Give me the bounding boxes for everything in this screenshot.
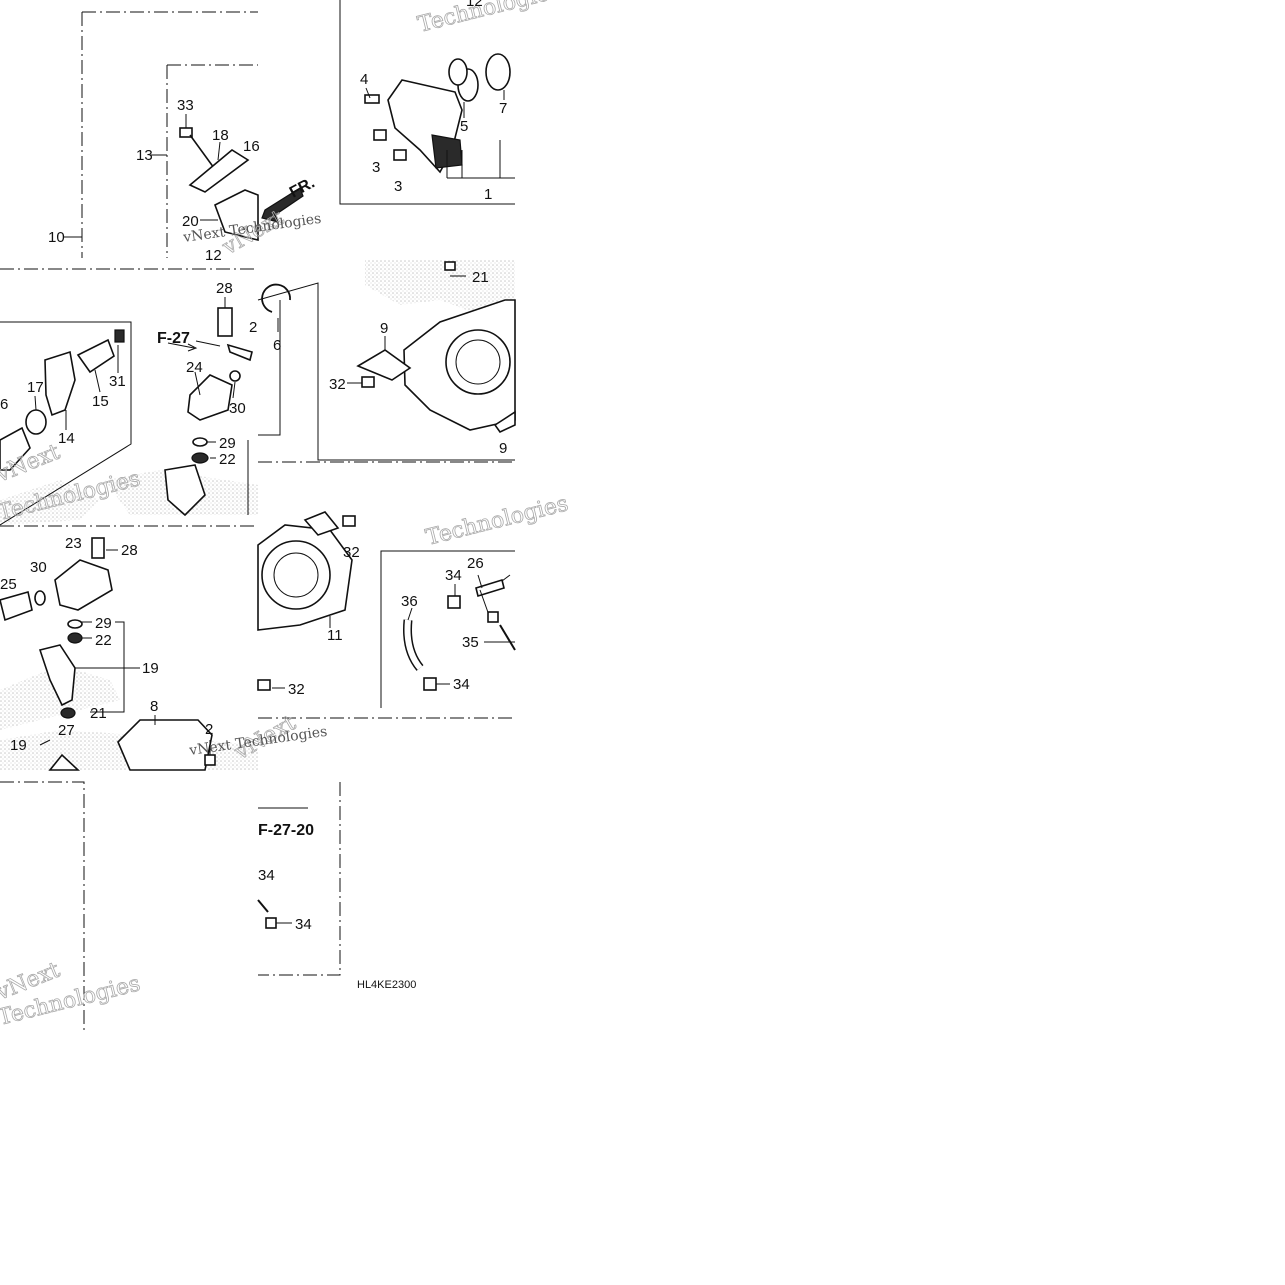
- callout-7[interactable]: 7: [499, 100, 507, 117]
- callout-12[interactable]: 12: [466, 0, 483, 10]
- callout-9[interactable]: 9: [499, 440, 507, 457]
- callout-14[interactable]: 14: [58, 430, 75, 447]
- callout-11[interactable]: 11: [327, 627, 343, 644]
- watermark-text: Technologies: [415, 0, 562, 38]
- callout-23[interactable]: 23: [65, 535, 82, 552]
- callout-32[interactable]: 32: [329, 376, 346, 393]
- callout-34[interactable]: 34: [445, 567, 462, 584]
- part-shapes: [0, 53, 516, 929]
- callout-27[interactable]: 27: [58, 722, 75, 739]
- callout-17[interactable]: 17: [27, 379, 44, 396]
- drawing-code: HL4KE2300: [357, 979, 416, 991]
- callout-20[interactable]: 20: [182, 213, 199, 230]
- callout-30[interactable]: 30: [30, 559, 47, 576]
- callout-6[interactable]: 6: [273, 337, 281, 354]
- callout-28[interactable]: 28: [216, 280, 233, 297]
- callout-6[interactable]: 6: [0, 396, 8, 413]
- watermark-text: Technologies: [423, 491, 570, 550]
- callout-8[interactable]: 8: [150, 698, 158, 715]
- callout-25[interactable]: 25: [0, 576, 17, 593]
- callout-21[interactable]: 21: [90, 705, 107, 722]
- callout-31[interactable]: 31: [109, 373, 126, 390]
- callout-2[interactable]: 2: [249, 319, 257, 336]
- callout-10[interactable]: 10: [48, 229, 65, 246]
- callout-16[interactable]: 16: [243, 138, 260, 155]
- callout-32[interactable]: 32: [343, 544, 360, 561]
- callout-32[interactable]: 32: [288, 681, 305, 698]
- callout-13[interactable]: 13: [136, 147, 153, 164]
- callout-24[interactable]: 24: [186, 359, 203, 376]
- callout-28[interactable]: 28: [121, 542, 138, 559]
- callout-33[interactable]: 33: [177, 97, 194, 114]
- callout-22[interactable]: 22: [95, 632, 112, 649]
- callout-12[interactable]: 12: [205, 247, 222, 264]
- reference-f27[interactable]: F-27: [157, 330, 190, 347]
- callout-29[interactable]: 29: [219, 435, 236, 452]
- reference-f27-20[interactable]: F-27-20: [258, 822, 314, 839]
- callout-30[interactable]: 30: [229, 400, 246, 417]
- callout-3[interactable]: 3: [394, 178, 402, 195]
- callout-22[interactable]: 22: [219, 451, 236, 468]
- callout-29[interactable]: 29: [95, 615, 112, 632]
- callout-35[interactable]: 35: [462, 634, 479, 651]
- watermarks: Technologies Technologies Technologies T…: [0, 0, 571, 1031]
- callout-15[interactable]: 15: [92, 393, 109, 410]
- callout-36[interactable]: 36: [401, 593, 418, 610]
- callout-19[interactable]: 19: [142, 660, 159, 677]
- callout-labels: 12 4 5 7 3 3 1 33 18 16 13 20 12 10 21 2…: [0, 0, 507, 933]
- callout-4[interactable]: 4: [360, 71, 368, 88]
- callout-34[interactable]: 34: [258, 867, 275, 884]
- leader-lines: [34, 87, 515, 924]
- callout-26[interactable]: 26: [467, 555, 484, 572]
- callout-19[interactable]: 19: [10, 737, 27, 754]
- callout-9[interactable]: 9: [380, 320, 388, 337]
- callout-18[interactable]: 18: [212, 127, 229, 144]
- callout-21[interactable]: 21: [472, 269, 489, 286]
- callout-2[interactable]: 2: [205, 721, 213, 738]
- callout-34[interactable]: 34: [453, 676, 470, 693]
- callout-1[interactable]: 1: [484, 186, 492, 203]
- callout-3[interactable]: 3: [372, 159, 380, 176]
- callout-34[interactable]: 34: [295, 916, 312, 933]
- callout-5[interactable]: 5: [460, 118, 468, 135]
